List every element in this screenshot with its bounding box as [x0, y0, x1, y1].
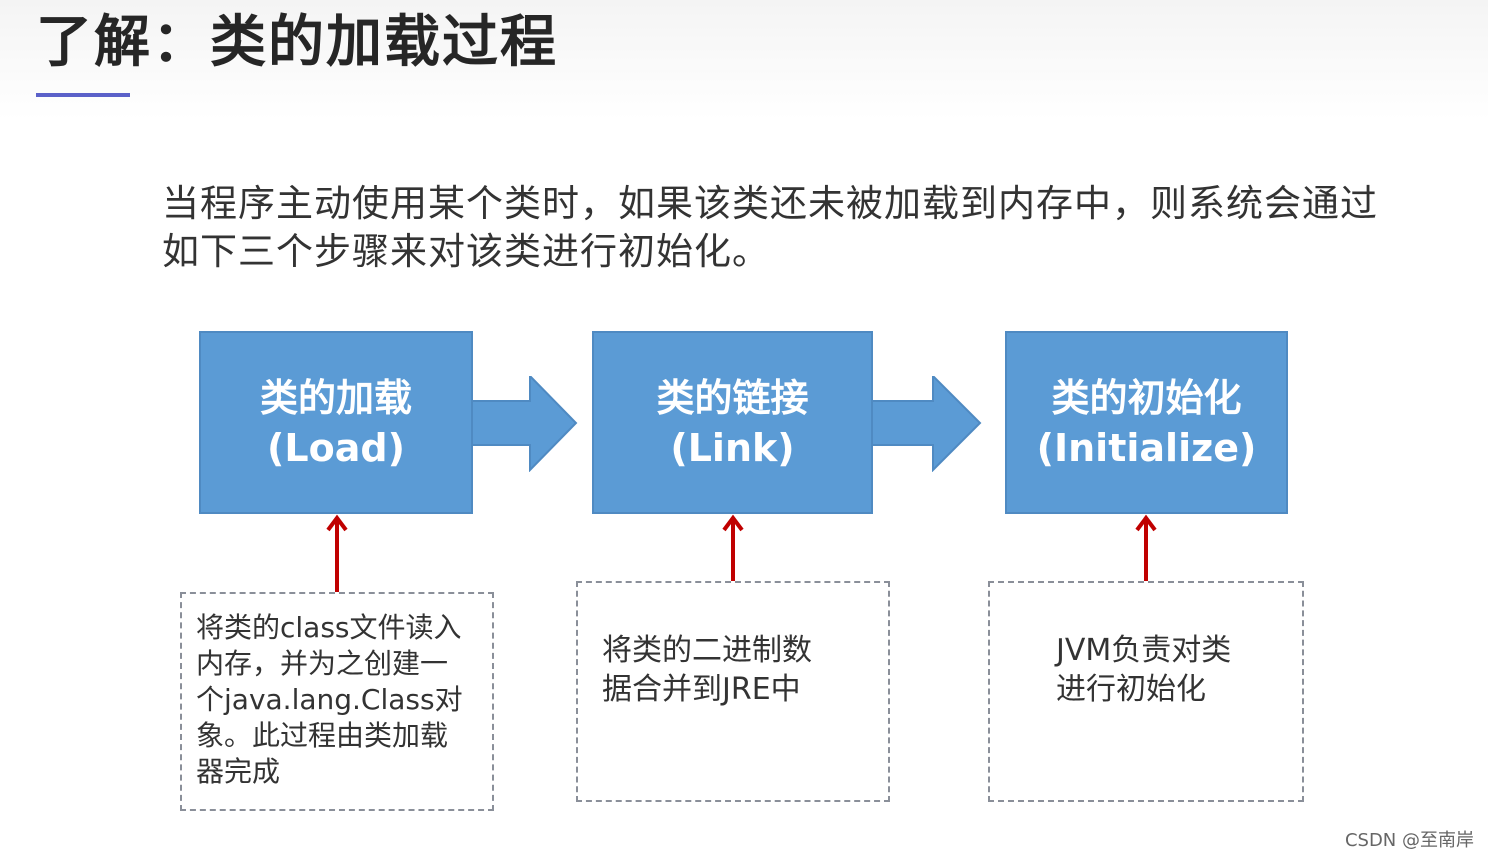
flow-arrow-right-icon: [872, 376, 982, 472]
note-line: 象。此过程由类加载: [196, 719, 449, 752]
stage-title-link: 类的链接: [656, 375, 809, 420]
stage-subtitle-initialize: (Initialize): [1036, 425, 1257, 470]
note-box-link: 将类的二进制数 据合并到JRE中: [576, 581, 890, 802]
note-line: 将类的二进制数: [602, 633, 812, 668]
note-line: 将类的class文件读入: [196, 611, 462, 644]
stage-title-initialize: 类的初始化: [1051, 375, 1242, 420]
up-arrow-icon: [722, 514, 744, 582]
stage-subtitle-load: (Load): [267, 425, 405, 470]
note-box-initialize: JVM负责对类 进行初始化: [988, 581, 1304, 802]
note-line: 器完成: [196, 755, 281, 788]
note-line: 内存，并为之创建一: [196, 647, 449, 680]
up-arrow-icon: [1135, 514, 1157, 582]
stage-title-load: 类的加载: [259, 375, 412, 420]
note-box-load: 将类的class文件读入 内存，并为之创建一 个java.lang.Class对…: [180, 592, 494, 811]
note-line: 据合并到JRE中: [602, 672, 801, 707]
intro-line-2: 如下三个步骤来对该类进行初始化。: [162, 230, 770, 273]
up-arrow-icon: [326, 514, 348, 592]
note-line: JVM负责对类: [1056, 633, 1232, 668]
note-line: 个java.lang.Class对: [196, 683, 463, 716]
note-line: 进行初始化: [1056, 672, 1206, 707]
stage-subtitle-link: (Link): [670, 425, 795, 470]
stage-box-initialize: 类的初始化 (Initialize): [1005, 331, 1288, 514]
intro-paragraph: 当程序主动使用某个类时，如果该类还未被加载到内存中，则系统会通过 如下三个步骤来…: [162, 180, 1452, 276]
stage-box-link: 类的链接 (Link): [592, 331, 873, 514]
flow-arrow-right-icon: [472, 376, 578, 472]
header-band: [0, 0, 1488, 120]
intro-line-1: 当程序主动使用某个类时，如果该类还未被加载到内存中，则系统会通过: [162, 182, 1378, 225]
slide-title: 了解：类的加载过程: [36, 10, 558, 75]
watermark: CSDN @至南岸: [1344, 830, 1474, 851]
title-underline: [36, 93, 130, 97]
stage-box-load: 类的加载 (Load): [199, 331, 473, 514]
